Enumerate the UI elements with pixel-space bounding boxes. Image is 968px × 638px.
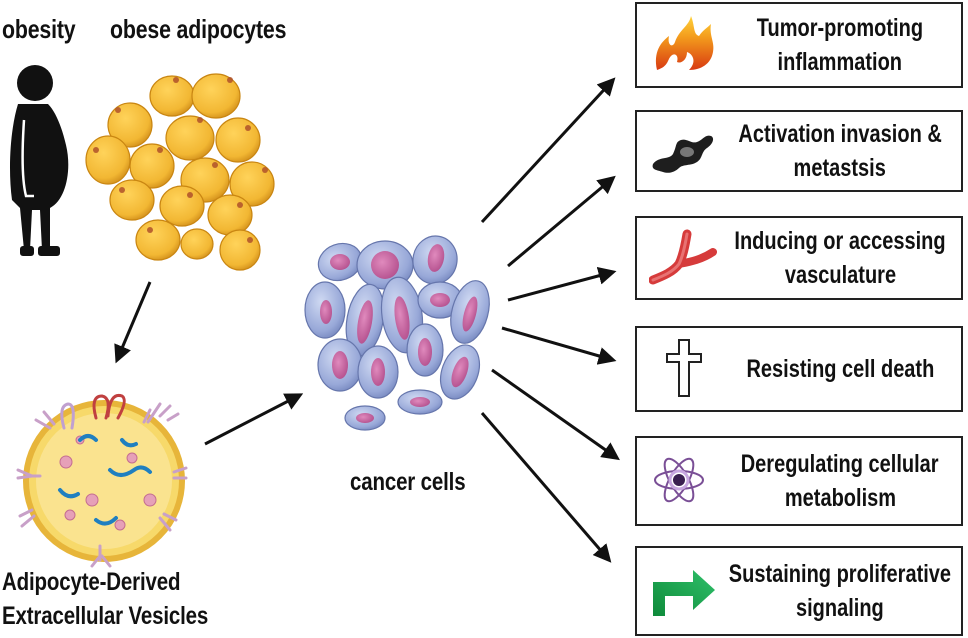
- hallmark-label-line2: inflammation: [777, 48, 903, 76]
- arrow-to-invasion: [507, 175, 616, 268]
- arrow-vesicle-to-cancer: [204, 393, 304, 446]
- turn-arrow-icon: [653, 570, 715, 616]
- hallmark-box-cell-death: Resisting cell death: [635, 326, 963, 412]
- hallmark-label-line2: metastsis: [793, 154, 887, 182]
- arrow-to-proliferation: [480, 412, 612, 563]
- hallmark-label-line1: Sustaining proliferative: [728, 560, 952, 588]
- cross-icon: [666, 339, 702, 397]
- hallmark-label-line2: metabolism: [784, 484, 896, 512]
- hallmark-box-proliferation: Sustaining proliferative signaling: [635, 546, 963, 636]
- obesity-label: obesity: [2, 14, 76, 44]
- hallmark-label-line1: Resisting cell death: [746, 355, 934, 383]
- arrow-to-inflammation: [480, 77, 616, 224]
- arrow-to-cell-death: [501, 326, 617, 365]
- vesicles-label-line2: Extracellular Vesicles: [2, 602, 209, 630]
- cancer-cells-label: cancer cells: [350, 468, 466, 496]
- arrow-to-vasculature: [507, 267, 617, 302]
- blood-vessel-icon: [649, 229, 717, 285]
- hallmark-label-line1: Deregulating cellular: [741, 450, 939, 478]
- hallmark-box-invasion: Activation invasion & metastsis: [635, 110, 963, 192]
- arrow-to-metabolism: [491, 368, 620, 461]
- cell-invasion-icon: [652, 135, 714, 173]
- obese-adipocytes-label: obese adipocytes: [110, 14, 287, 44]
- arrow-adipocyte-to-vesicle: [114, 281, 152, 364]
- hallmark-box-vasculature: Inducing or accessing vasculature: [635, 216, 963, 300]
- flame-icon: [655, 16, 714, 70]
- vesicles-label-line1: Adipocyte-Derived: [2, 568, 181, 596]
- hallmark-label-line1: Tumor-promoting: [756, 14, 924, 42]
- hallmark-label-line2: vasculature: [784, 261, 896, 289]
- hallmark-label-line1: Inducing or accessing: [734, 227, 946, 255]
- atom-icon: [654, 457, 704, 503]
- hallmark-box-inflammation: Tumor-promoting inflammation: [635, 2, 963, 88]
- hallmark-box-metabolism: Deregulating cellular metabolism: [635, 436, 963, 526]
- hallmark-label-line1: Activation invasion &: [738, 120, 942, 148]
- hallmark-label-line2: signaling: [796, 594, 884, 622]
